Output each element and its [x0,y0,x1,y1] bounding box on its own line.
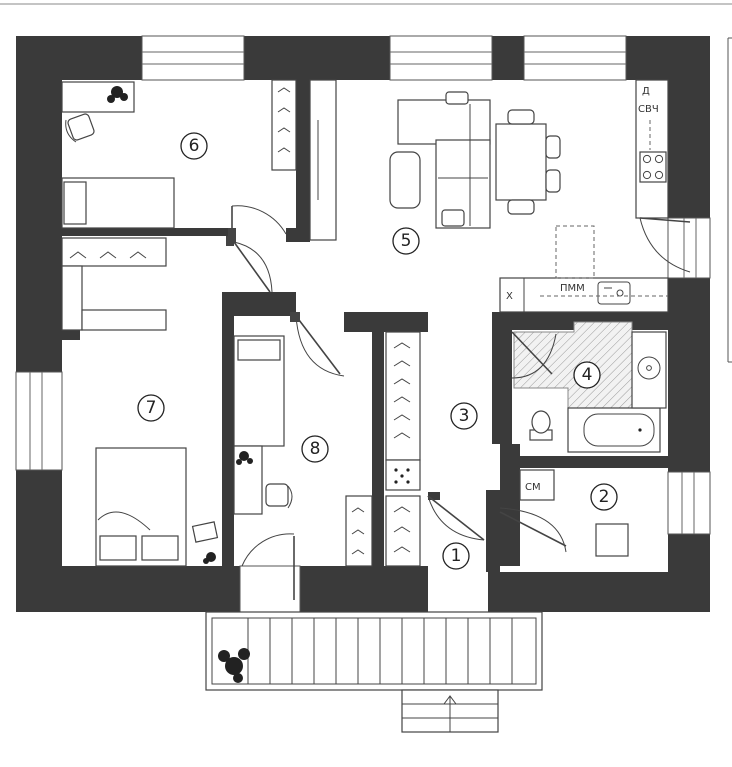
dining-table [495,123,547,201]
toilet-icon [529,410,553,441]
balcony [205,611,543,733]
plant-icon [107,86,128,103]
oven-label: Д [642,86,650,97]
nightstand [191,521,219,543]
dishwasher-label: ПММ [560,283,585,294]
sofa [397,99,491,145]
room-6-furniture [61,79,337,241]
microwave-label: СВЧ [638,104,659,115]
pillow [99,535,137,561]
svg-text:4: 4 [582,365,593,385]
fridge-label: Х [506,291,513,302]
room-number-6: 6 [180,132,208,160]
wardrobe [385,331,421,461]
balcony-rail [205,611,543,691]
window-left [15,371,63,471]
window-right-top [667,217,711,279]
interior-walls [62,80,668,572]
legend-frame [727,37,732,363]
chair-icon [265,483,293,509]
wardrobe [61,237,167,267]
windows [15,35,711,613]
coffee-table [389,151,421,209]
kitchen-counter [499,277,669,313]
room-2-furniture: СМ [519,469,629,557]
svg-text:2: 2 [599,487,610,507]
plant-icon [236,451,253,465]
room-number-4: 4 [573,361,601,389]
room-5-furniture: Д СВЧ Х ПММ [389,79,669,313]
svg-text:6: 6 [189,136,200,156]
window-top-left [141,35,245,81]
dashed-zone [555,225,595,279]
pillow [237,339,281,361]
pillow [63,181,87,225]
outer-walls [16,36,710,612]
room-4-furniture [513,321,667,453]
svg-text:8: 8 [310,439,321,459]
bathtub [567,407,661,453]
room-number-3: 3 [450,402,478,430]
svg-text:5: 5 [401,231,412,251]
window-top-middle [389,35,493,81]
room-number-2: 2 [590,483,618,511]
star-icon [394,468,410,484]
room-number-5: 5 [392,227,420,255]
chair-icon [65,113,95,143]
room-8-furniture [233,335,373,567]
room-numbers: 1 2 3 4 5 6 7 8 [137,132,618,570]
room-number-8: 8 [301,435,329,463]
plant-icon [203,552,216,564]
room-3-furniture [385,331,421,567]
window-top-right [523,35,627,81]
room-number-1: 1 [442,542,470,570]
room-7-furniture [95,447,219,567]
window-right-bottom [667,471,711,535]
washing-machine-label: СМ [525,482,541,493]
pillow [141,535,179,561]
stove-icon [642,154,664,180]
svg-text:7: 7 [146,398,157,418]
window-bottom-left [239,565,301,613]
niche-wardrobe [61,237,167,331]
plant-icon [218,648,250,683]
kitchen-counter [635,79,669,219]
box [595,523,629,557]
svg-text:1: 1 [451,546,462,566]
svg-text:3: 3 [459,406,470,426]
wall-panel [309,79,337,241]
wardrobe [385,495,421,567]
doors [226,205,691,665]
wardrobe [345,495,373,567]
room-number-7: 7 [137,394,165,422]
wardrobe [271,79,297,171]
washing-machine [519,469,555,501]
